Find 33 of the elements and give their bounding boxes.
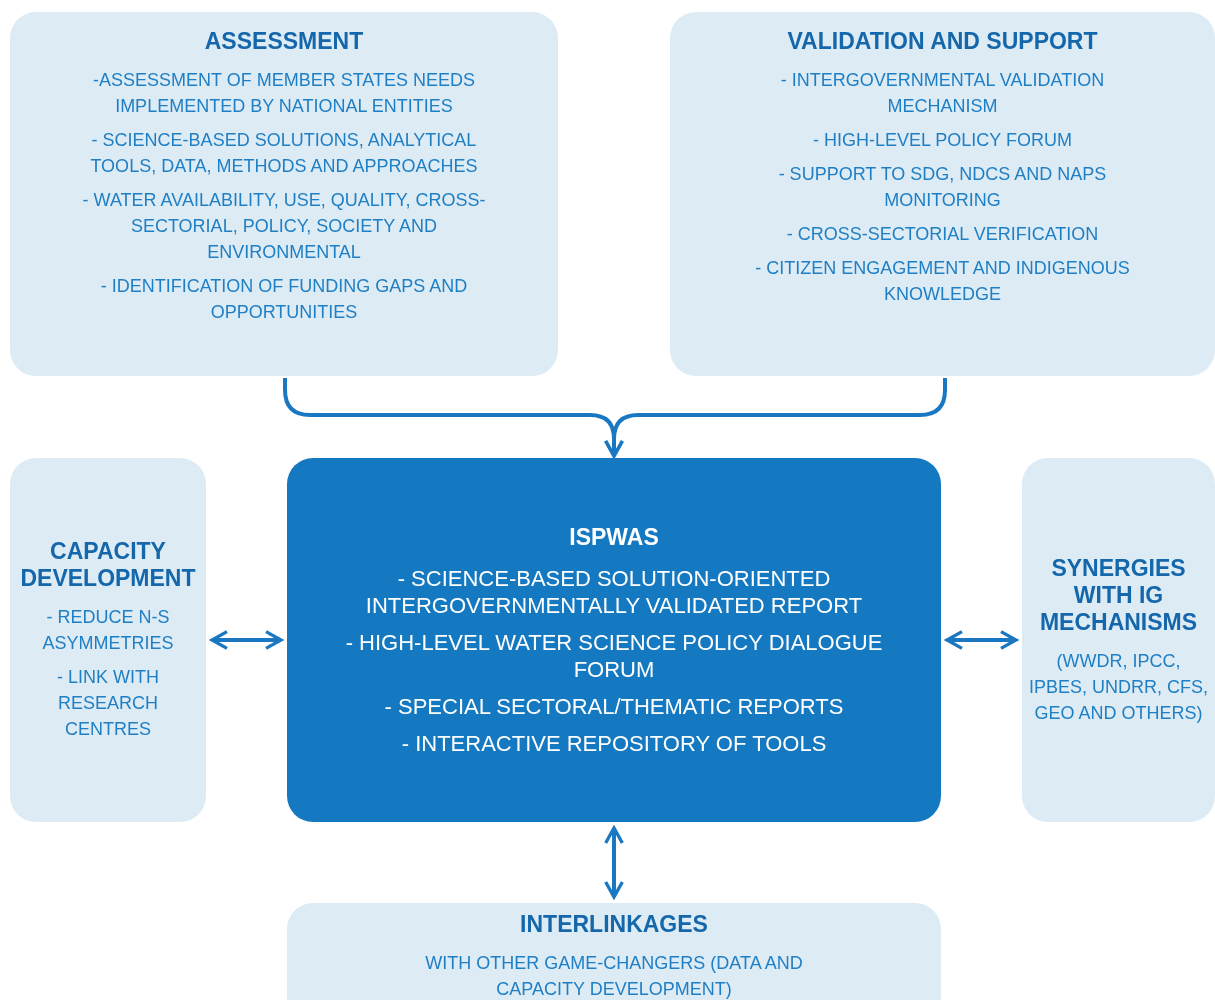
info-panel [10, 12, 558, 376]
bullet-text: - SPECIAL SECTORAL/THEMATIC REPORTS [384, 692, 844, 720]
bullet-text: - SUPPORT TO SDG, NDCS AND NAPS MONITORING [777, 163, 1108, 212]
bullet-text: - HIGH-LEVEL POLICY FORUM [812, 129, 1073, 152]
info-panel [10, 458, 206, 822]
panel-heading: ASSESSMENT [204, 28, 364, 55]
panel-heading: SYNERGIES WITH IG MECHANISMS [1038, 554, 1199, 636]
bullet-text: -ASSESSMENT OF MEMBER STATES NEEDS IMPLEMENTED BY NATIONAL ENTITIES [91, 69, 477, 118]
bullet-text: - INTERGOVERNMENTAL VALIDATION MECHANISM [779, 69, 1106, 118]
bullet-text: - CROSS-SECTORIAL VERIFICATION [786, 223, 1099, 246]
bullet-text: - SCIENCE-BASED SOLUTIONS, ANALYTICAL TOOLS, DATA, METHODS AND APPROACHES [89, 129, 479, 178]
bullet-text: - HIGH-LEVEL WATER SCIENCE POLICY DIALOGUE FORUM [344, 628, 884, 683]
bullet-text: - SCIENCE-BASED SOLUTION-ORIENTED INTERGOVERNMENTALLY VALIDATED REPORT [364, 564, 864, 619]
info-panel [670, 12, 1215, 376]
info-panel [287, 903, 941, 1000]
panel-heading: INTERLINKAGES [520, 911, 708, 938]
central-panel [287, 458, 941, 822]
info-panel [1022, 458, 1215, 822]
bullet-text: - IDENTIFICATION OF FUNDING GAPS AND OPPORTUNITIES [99, 275, 469, 324]
bullet-text: - REDUCE N-S ASYMMETRIES [41, 606, 175, 655]
bullet-text: WITH OTHER GAME-CHANGERS (DATA AND CAPACITY DEVELOPMENT) [424, 952, 804, 1000]
bullet-text: (WWDR, IPCC, IPBES, UNDRR, CFS, GEO AND OTHERS) [1028, 649, 1209, 725]
bullet-text: - WATER AVAILABILITY, USE, QUALITY, CROSS-SECTORIAL, POLICY, SOCIETY AND ENVIRONMENTAL [81, 189, 487, 264]
bullet-text: - INTERACTIVE REPOSITORY OF TOOLS [401, 729, 827, 757]
arrow [604, 826, 624, 899]
bullet-text: - LINK WITH RESEARCH CENTRES [56, 666, 160, 741]
panel-heading: VALIDATION AND SUPPORT [787, 28, 1098, 55]
arrow [210, 630, 283, 650]
arrow [604, 378, 947, 458]
bullet-text: - CITIZEN ENGAGEMENT AND INDIGENOUS KNOWLEDGE [754, 257, 1131, 306]
panel-heading: ISPWAS [569, 523, 659, 551]
arrow [945, 630, 1018, 650]
panel-heading: CAPACITY DEVELOPMENT [19, 538, 197, 592]
